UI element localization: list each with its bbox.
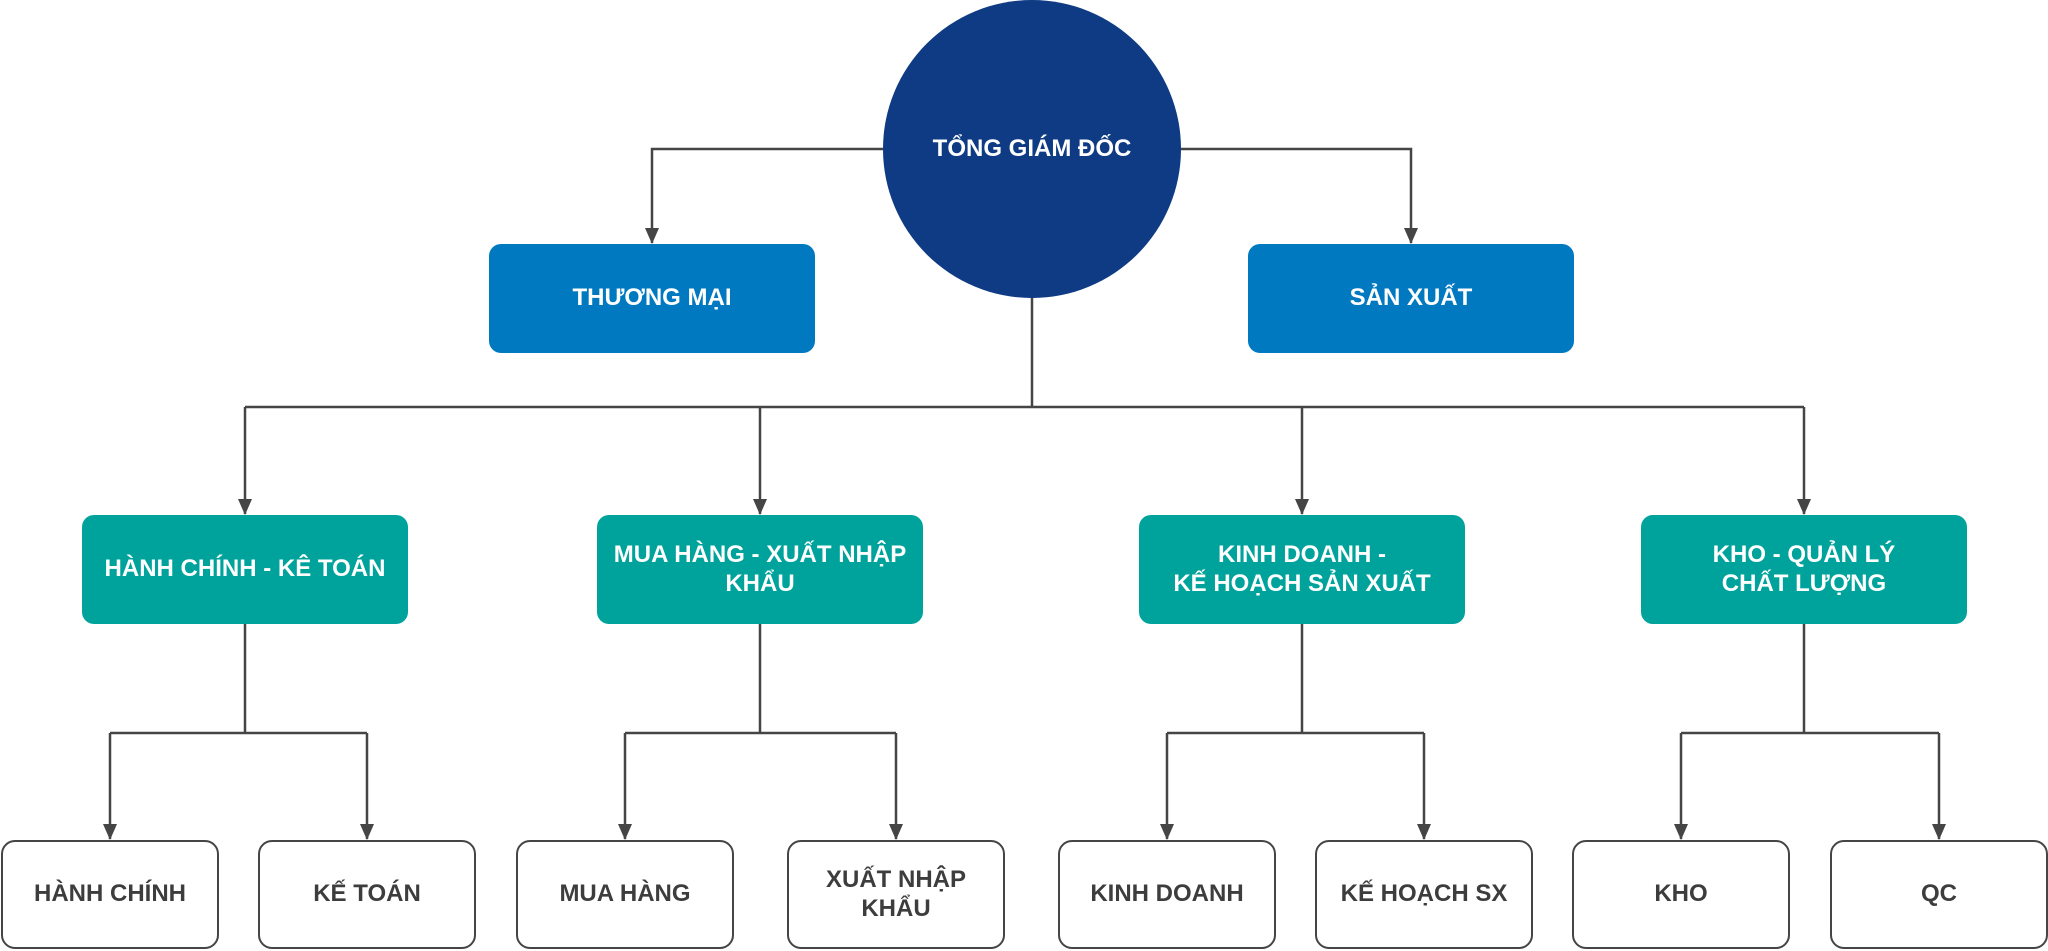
unit-hanh-chinh: HÀNH CHÍNH <box>1 840 219 949</box>
department-kho-quan-ly-chat-luong: KHO - QUẢN LÝ CHẤT LƯỢNG <box>1641 515 1967 624</box>
department-mua-hang-xuat-nhap-khau: MUA HÀNG - XUẤT NHẬP KHẨU <box>597 515 923 624</box>
department-hanh-chinh-ke-toan: HÀNH CHÍNH - KÊ TOÁN <box>82 515 408 624</box>
unit-ke-toan: KẾ TOÁN <box>258 840 476 949</box>
unit-kinh-doanh: KINH DOANH <box>1058 840 1276 949</box>
thuong-mai-node: THƯƠNG MẠI <box>489 244 815 353</box>
connector-root-thuong-mai <box>645 147 883 244</box>
connector-root-san-xuat <box>1181 147 1418 244</box>
ceo-node: TỔNG GIÁM ĐỐC <box>883 0 1181 298</box>
unit-xuat-nhap-khau: XUẤT NHẬP KHẨU <box>787 840 1005 949</box>
unit-ke-hoach-sx: KẾ HOẠCH SX <box>1315 840 1533 949</box>
unit-mua-hang: MUA HÀNG <box>516 840 734 949</box>
department-kinh-doanh-ke-hoach-san-xuat: KINH DOANH - KẾ HOẠCH SẢN XUẤT <box>1139 515 1465 624</box>
unit-kho: KHO <box>1572 840 1790 949</box>
san-xuat-node: SẢN XUẤT <box>1248 244 1574 353</box>
unit-qc: QC <box>1830 840 2048 949</box>
